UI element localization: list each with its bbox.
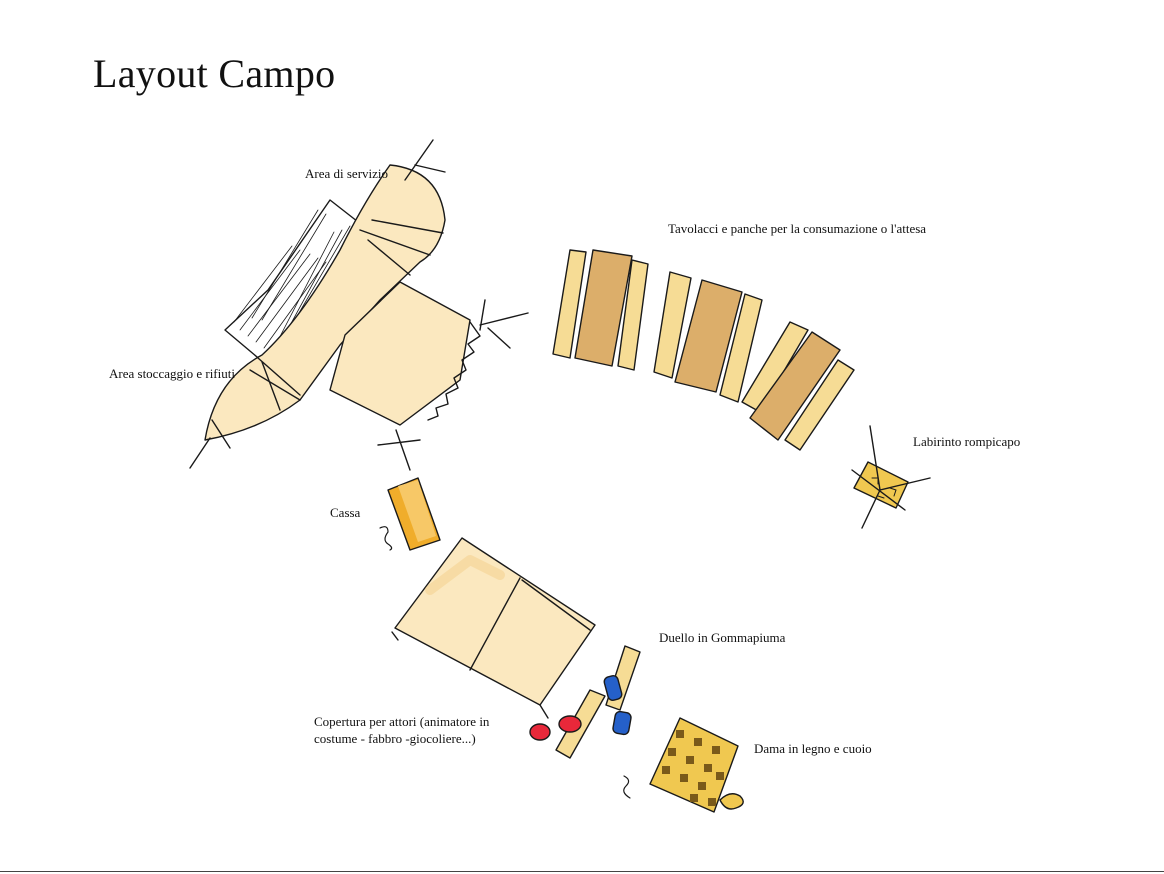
label-area-servizio: Area di servizio [305,166,389,181]
checkers-board [623,717,744,813]
label-copertura-line1: Copertura per attori (animatore in [314,714,490,729]
bottom-divider [0,871,1164,872]
cash-desk [379,477,441,551]
label-labirinto: Labirinto rompicapo [913,434,1021,449]
labyrinth-puzzle [851,425,931,529]
label-tavolacci: Tavolacci e panche per la consumazione o… [668,221,927,236]
label-dama: Dama in legno e cuoio [754,741,872,756]
tables-and-benches [552,249,855,451]
label-copertura-line2: costume - fabbro -giocoliere...) [314,731,476,746]
actors-cover-tent [391,537,596,719]
service-area-tent [189,139,529,471]
label-duello: Duello in Gommapiuma [659,630,786,645]
label-area-stoccaggio: Area stoccaggio e rifiuti [109,366,235,381]
label-cassa: Cassa [330,505,361,520]
foam-duel [529,645,641,759]
page-title: Layout Campo [93,51,336,96]
